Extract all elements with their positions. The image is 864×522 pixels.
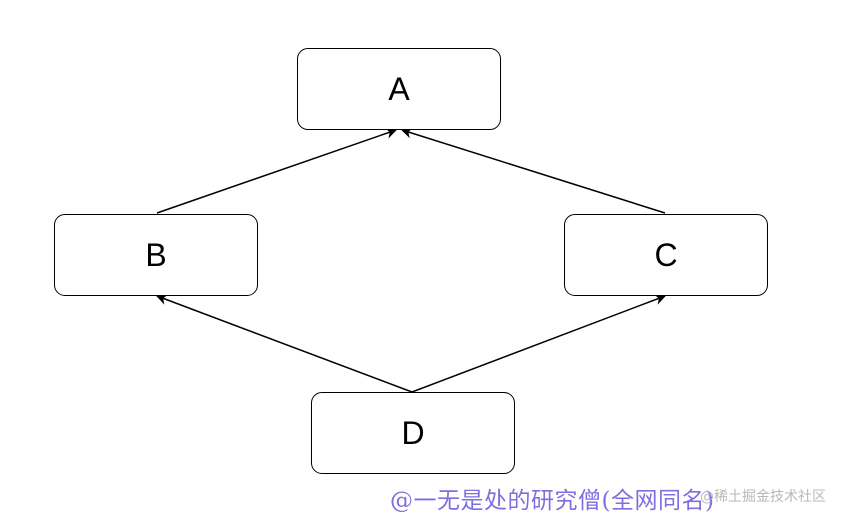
node-a-label: A	[388, 70, 410, 107]
node-c-label: C	[654, 236, 678, 273]
node-b-label: B	[145, 236, 167, 273]
platform-watermark: @稀土掘金技术社区	[700, 489, 826, 505]
edge-d-to-c	[411, 294, 667, 393]
author-watermark: @一无是处的研究僧(全网同名)	[390, 488, 715, 514]
node-a: A	[297, 48, 501, 130]
node-d-label: D	[401, 414, 425, 451]
edge-b-to-a	[156, 128, 398, 214]
node-c: C	[564, 214, 768, 296]
node-b: B	[54, 214, 258, 296]
edge-d-to-b	[155, 294, 413, 393]
node-d: D	[311, 392, 515, 474]
edge-c-to-a	[400, 127, 666, 214]
